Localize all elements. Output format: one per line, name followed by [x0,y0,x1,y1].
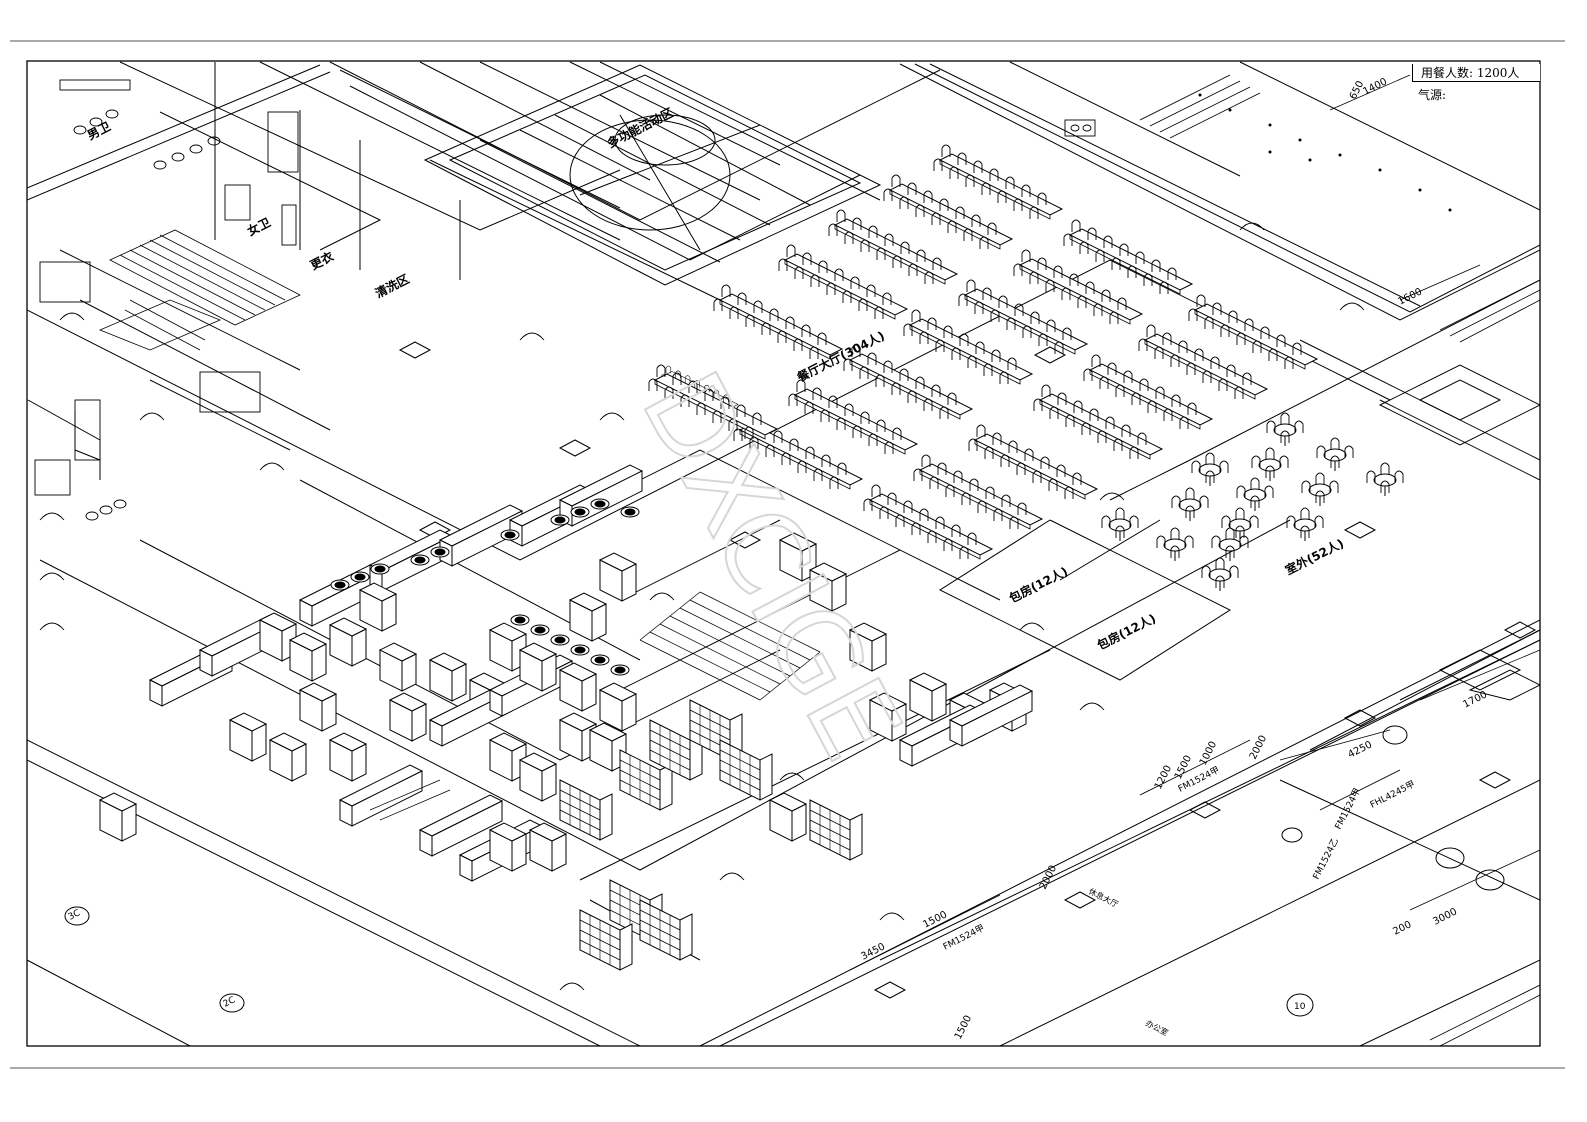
staircase [98,74,1540,1046]
axis-circles [64,725,1505,1017]
changing-room-label: 更衣 [308,248,336,272]
kitchen-grating [369,591,821,821]
axis-tags: 3C 2C 10 [67,908,1306,1012]
door-arcs [39,222,1365,991]
axis-tag-2c: 2C [222,995,237,1009]
grid-dots [1198,93,1452,212]
dim-3000: 3000 [1431,906,1459,927]
multi-function-hall-label: 多功能活动区 [605,105,676,151]
axis-tag-3c: 3C [67,908,82,922]
right-rooms [1378,364,1540,701]
mens-restroom-label: 男卫 [85,119,113,142]
washing-area-label: 清洗区 [373,271,412,301]
dim-1700: 1700 [1461,689,1489,710]
walls [27,61,1540,1046]
dim-2000: 2000 [1248,734,1269,762]
outdoor-area-label: 室外(52人) [1283,535,1347,577]
watermark: DXCIGE [617,352,925,779]
toilet-fixtures [34,79,1096,521]
dim-1400: 1400 [1361,76,1389,97]
multi-function-court [423,64,882,286]
gas-source: 气源: [1418,88,1447,102]
axis-tag-10: 10 [1294,1002,1306,1012]
corridor-label: 休息大厅 [1087,886,1120,909]
dim-3450: 3450 [859,941,887,962]
door-tag-fm1524c: FM1524乙 [1311,836,1341,881]
dim-4250: 4250 [1346,739,1374,760]
dim-1500: 1500 [1173,754,1194,782]
outdoor-round-tables [1102,413,1403,591]
door-tag-fm1524d: FM1524甲 [1333,786,1363,831]
dim-2000b: 2000 [1038,864,1059,892]
door-tag-fhl4245: FHL4245甲 [1368,779,1417,811]
dimension-lines [849,74,1540,971]
dim-1000: 1000 [1198,740,1219,768]
womens-restroom-label: 女卫 [245,214,273,238]
private-room-1-label: 包房(12人) [1006,563,1070,606]
dim-1200: 1200 [1153,764,1174,792]
door-tags: FM1524甲 FM1524甲 FM1524乙 FHL4245甲 FM1524甲 [941,765,1417,953]
dim-1600: 1600 [1396,286,1424,307]
dim-200: 200 [1391,919,1413,937]
diners-count: 用餐人数: 1200人 [1412,64,1540,82]
office-label: 办公室 [1144,1018,1170,1038]
private-room-2-label: 包房(12人) [1094,610,1158,653]
dim-1500c: 1500 [953,1014,974,1042]
